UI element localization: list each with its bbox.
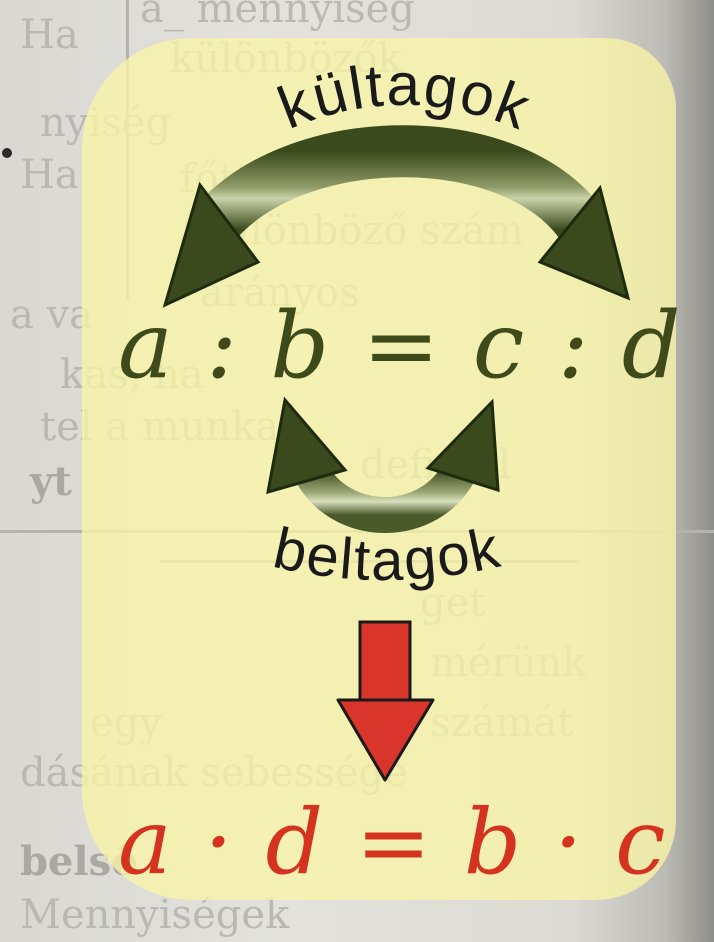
- bg-text-line: a va: [10, 292, 94, 338]
- bullet-dot: [2, 148, 12, 158]
- bg-text-line: yt: [30, 458, 72, 505]
- bg-text-line: Ha: [20, 152, 79, 198]
- outer-terms-arc: [189, 125, 608, 247]
- proportion-equation: a : b = c : d: [118, 292, 683, 399]
- product-equation: a · d = b · c: [118, 790, 668, 895]
- down-arrow-shaft: [358, 620, 412, 706]
- down-arrow-head: [336, 698, 435, 782]
- bg-text-line: a_ mennyiség: [140, 0, 415, 32]
- outer-arrowhead-right: [537, 184, 631, 301]
- inner-arrowhead-right: [425, 398, 500, 493]
- bg-text-line: Ha: [20, 12, 79, 58]
- inner-arrowhead-left: [266, 396, 348, 495]
- inner-terms-arc: [293, 460, 477, 533]
- outer-arrowhead-left: [162, 181, 261, 308]
